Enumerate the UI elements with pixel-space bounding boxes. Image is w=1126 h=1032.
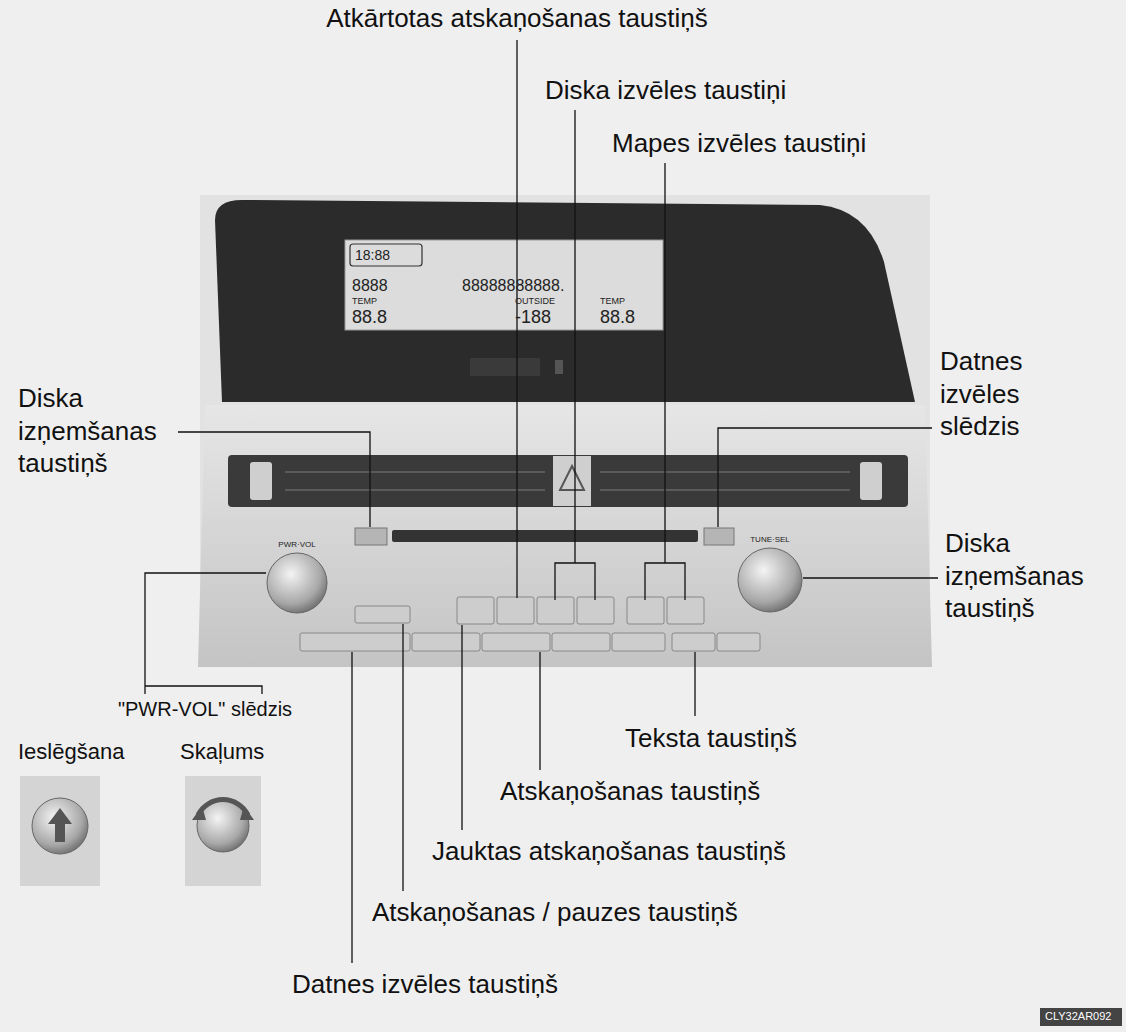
callout-label: Atskaņošanas taustiņš: [500, 775, 760, 808]
display-readout: 18:88: [355, 247, 390, 265]
display-readout: 8888: [352, 276, 388, 296]
display-readout: 88.8: [600, 306, 635, 329]
callout-label: Diska izvēles taustiņi: [545, 74, 786, 107]
callout-label: Teksta taustiņš: [625, 722, 797, 755]
display-readout: OUTSIDE: [515, 296, 555, 307]
callout-label: Atkārtotas atskaņošanas taustiņš: [326, 2, 708, 35]
knob-label: PWR·VOL: [278, 540, 315, 550]
callout-label: Diska izņemšanas taustiņš: [945, 527, 1115, 625]
callout-label: Mapes izvēles taustiņi: [612, 127, 866, 160]
callout-label: Datnes izvēles slēdzis: [940, 345, 1050, 443]
display-readout: 88.8: [352, 306, 387, 329]
callout-label: Diska izņemšanas taustiņš: [18, 382, 178, 480]
figure-code: CLY32AR092: [1045, 1010, 1111, 1024]
callout-label: Atskaņošanas / pauzes taustiņš: [372, 896, 738, 929]
callout-label: "PWR-VOL" slēdzis: [118, 697, 292, 722]
display-readout: TEMP: [600, 296, 625, 307]
display-readout: -188: [515, 306, 551, 329]
display-readout: TEMP: [352, 296, 377, 307]
callout-label: Datnes izvēles taustiņš: [292, 968, 558, 1001]
callout-label: Ieslēgšana: [18, 738, 124, 766]
callout-label: Skaļums: [180, 738, 264, 766]
callout-label: Jauktas atskaņošanas taustiņš: [432, 835, 786, 868]
knob-label: TUNE·SEL: [750, 535, 790, 545]
display-readout: 88888888888.: [462, 276, 564, 296]
